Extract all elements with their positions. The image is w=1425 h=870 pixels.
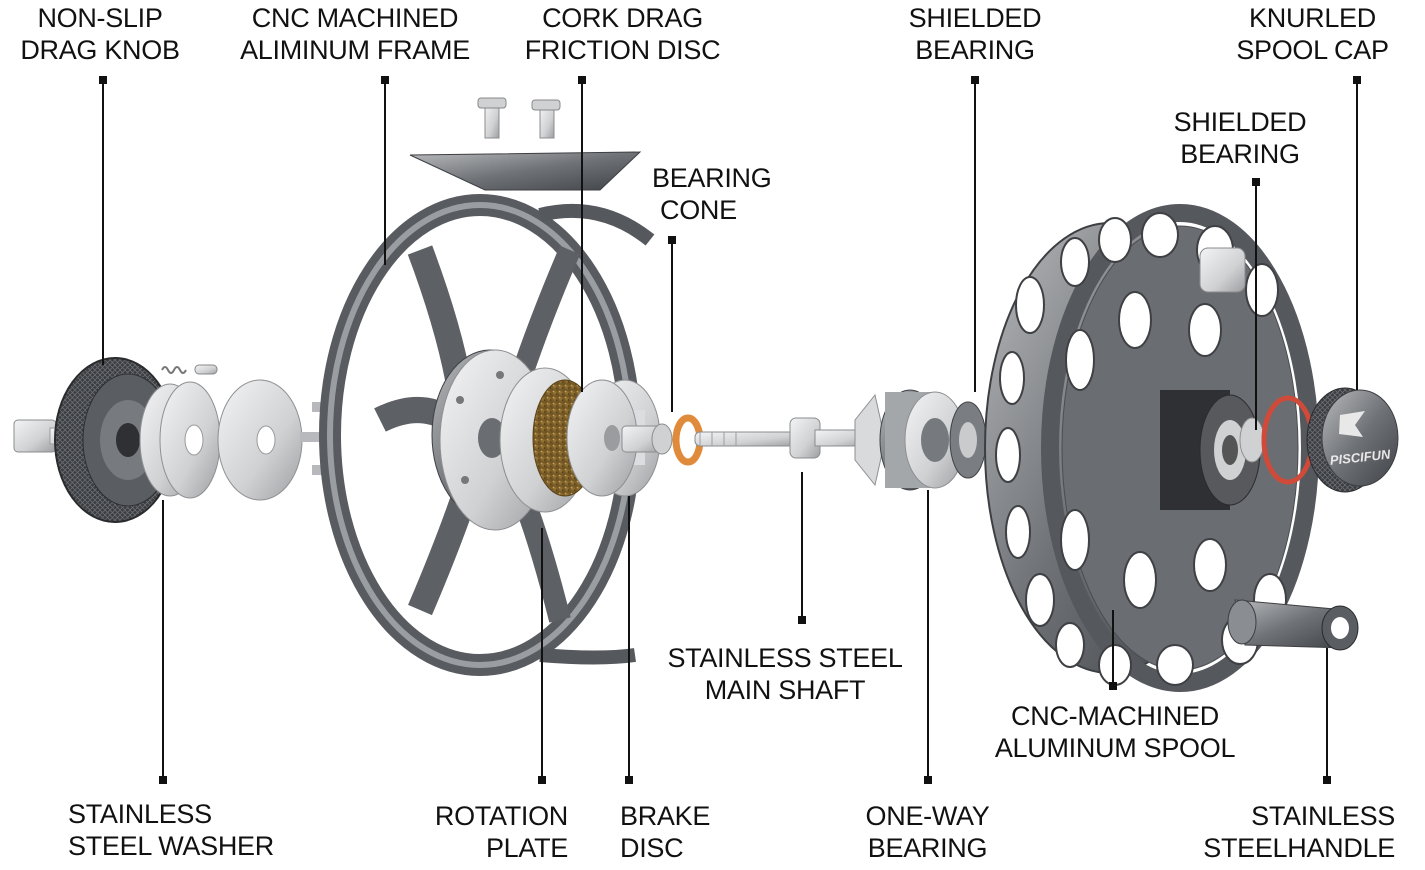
main-shaft xyxy=(694,417,871,459)
label-one-way-bearing: ONE-WAY BEARING xyxy=(855,800,1000,864)
knurled-spool-cap: PISCIFUN xyxy=(1306,387,1399,493)
label-line: STEELHANDLE xyxy=(1203,833,1395,863)
label-drag-knob: NON-SLIP DRAG KNOB xyxy=(10,2,190,66)
label-shielded-bearing: SHIELDED BEARING xyxy=(895,2,1055,66)
label-spool: CNC-MACHINED ALUMINUM SPOOL xyxy=(985,700,1245,764)
label-line: BEARING xyxy=(652,163,772,193)
label-line: CNC-MACHINED xyxy=(1011,701,1219,731)
label-line: STAINLESS STEEL xyxy=(667,643,903,673)
label-line: DISC xyxy=(620,833,684,863)
label-line: ROTATION xyxy=(434,801,568,831)
label-line: BEARING xyxy=(1180,139,1300,169)
label-line: BEARING xyxy=(867,833,988,863)
spring-and-pin xyxy=(161,364,218,375)
label-line: MAIN SHAFT xyxy=(704,675,866,705)
label-spool-cap: KNURLED SPOOL CAP xyxy=(1225,2,1400,66)
label-shielded-bearing-spool: SHIELDED BEARING xyxy=(1160,106,1320,170)
label-line: STAINLESS xyxy=(1251,801,1395,831)
label-line: FRICTION DISC xyxy=(524,35,721,65)
label-line: SHIELDED xyxy=(908,3,1042,33)
leader-lines xyxy=(99,76,1361,784)
aluminum-spool xyxy=(984,204,1319,692)
label-frame: CNC MACHINED ALIMINUM FRAME xyxy=(230,2,480,66)
label-rotation-plate: ROTATION PLATE xyxy=(418,800,568,864)
label-line: CORK DRAG xyxy=(542,3,703,33)
brand-mark: PISCIFUN xyxy=(1329,447,1392,468)
shielded-bearing xyxy=(949,401,987,479)
label-handle: STAINLESS STEELHANDLE xyxy=(1190,800,1395,864)
label-line: CNC MACHINED xyxy=(251,3,459,33)
label-line: BRAKE xyxy=(620,801,711,831)
label-bearing-cone: BEARING CONE xyxy=(652,162,787,226)
label-line: ALUMINUM SPOOL xyxy=(994,733,1236,763)
label-line: KNURLED xyxy=(1249,3,1376,33)
label-line: PLATE xyxy=(485,833,568,863)
label-line: ONE-WAY xyxy=(865,801,990,831)
label-line: STEEL WASHER xyxy=(68,831,274,861)
one-way-bearing xyxy=(854,389,966,491)
label-line: NON-SLIP xyxy=(37,3,163,33)
shielded-bearing-spool xyxy=(1239,417,1265,463)
label-line: SPOOL CAP xyxy=(1236,35,1389,65)
label-line: ALIMINUM FRAME xyxy=(240,35,470,65)
label-washer: STAINLESS STEEL WASHER xyxy=(68,798,293,862)
label-line: CONE xyxy=(660,195,737,225)
label-line: STAINLESS xyxy=(68,799,212,829)
label-cork-disc: CORK DRAG FRICTION DISC xyxy=(510,2,735,66)
label-main-shaft: STAINLESS STEEL MAIN SHAFT xyxy=(660,642,910,706)
label-line: BEARING xyxy=(915,35,1035,65)
label-brake-disc: BRAKE DISC xyxy=(620,800,730,864)
label-line: DRAG KNOB xyxy=(20,35,180,65)
stainless-steel-handle xyxy=(1227,599,1359,651)
stainless-steel-washers xyxy=(139,379,303,501)
label-line: SHIELDED xyxy=(1173,107,1307,137)
